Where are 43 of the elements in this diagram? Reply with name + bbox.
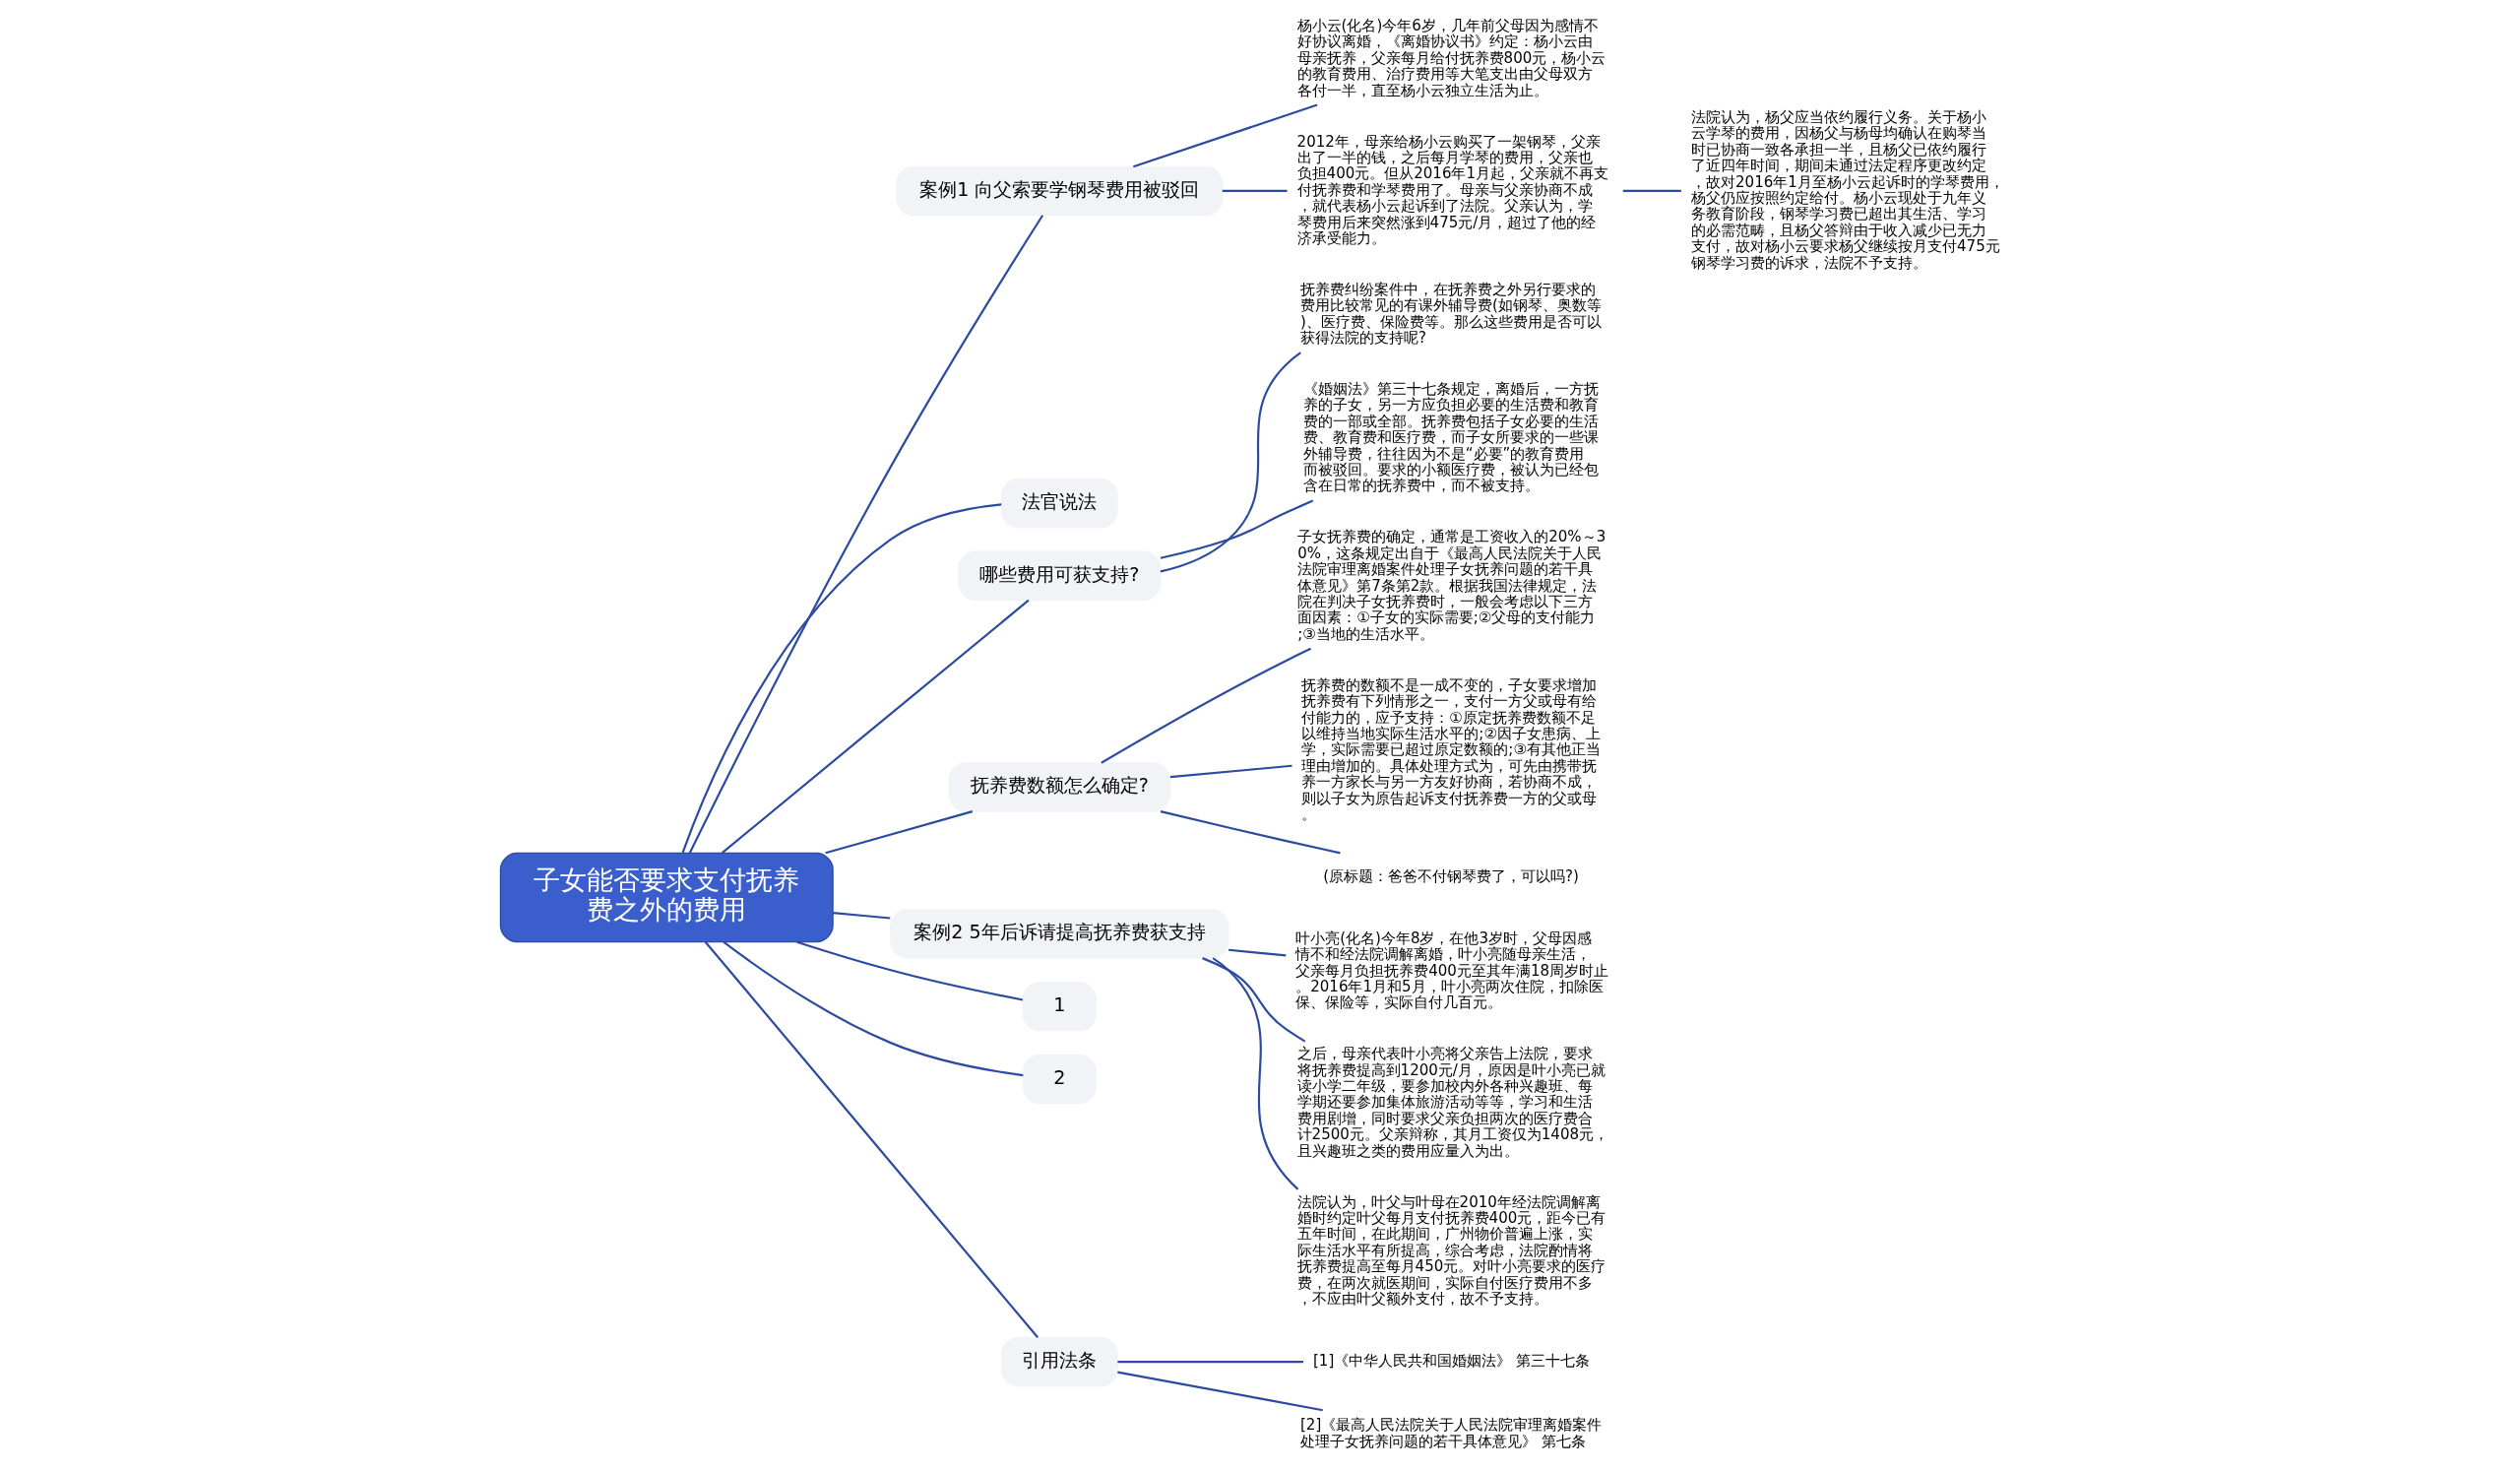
- connector: [833, 912, 891, 920]
- node-text: [2]《最高人民法院关于人民法院审理离婚案件处理子女抚养问题的若干具体意见》 第七条: [1300, 1416, 1603, 1450]
- connector: [1133, 103, 1318, 168]
- connector: [1101, 647, 1312, 764]
- node-text: 叶小亮(化名)今年8岁，在他3岁时，父母因感情不和经法院调解离婚，叶小亮随母亲生活，父亲每月负担抚养费400元至其年满18周岁时止。2016年1月和5月，叶小亮两次住院，扣除医保、保险等，实际自付几百元。: [1295, 928, 1608, 1012]
- connector: [688, 215, 1044, 854]
- connector: [1202, 957, 1306, 1043]
- node-box: 2: [1022, 1054, 1097, 1105]
- connector: [1169, 764, 1292, 779]
- node-box: 哪些费用可获支持?: [958, 550, 1162, 602]
- node-text: 之后，母亲代表叶小亮将父亲告上法院，要求将抚养费提高到1200元/月，原因是叶小亮已就读小学二年级，要参加校内外各种兴趣班、每学期还要参加集体旅游活动等等，学习和生活费用剧增，同时要求父亲负担两次的医疗费合计2500元。父亲辩称，其月工资仅为1408元，且兴趣班之类的费用应量入为出。: [1296, 1045, 1609, 1160]
- connector: [1117, 1360, 1304, 1364]
- node-text: 《婚姻法》第三十七条规定，离婚后，一方抚养的子女，另一方应负担必要的生活费和教育费的一部或全部。抚养费包括子女必要的生活费、教育费和医疗费，而子女所要求的一些课外辅导费，往往因为不是“必要”的教育费用而被驳回。要求的小额医疗费，被认为已经包含在日常的抚养费中，而不被支持。: [1302, 380, 1599, 495]
- node-box: 法官说法: [1000, 478, 1118, 529]
- connector: [1222, 189, 1288, 193]
- connector: [1160, 499, 1314, 559]
- connector: [1160, 352, 1301, 573]
- connector: [1622, 189, 1681, 193]
- connector: [704, 941, 1039, 1338]
- node-text: 法院认为，叶父与叶母在2010年经法院调解离婚时约定叶父每月支付抚养费400元，距今已有五年时间，在此期间，广州物价普遍上涨，实际生活水平有所提高，综合考虑，法院酌情将抚养费提高至每月450元。对叶小亮要求的医疗费，在两次就医期间，实际自付医疗费用不多，不应由叶父额外支付，故不予支持。: [1296, 1192, 1606, 1308]
- node-text: 抚养费的数额不是一成不变的，子女要求增加抚养费有下列情形之一，支付一方父或母有给付能力的，应予支持：①原定抚养费数额不足以维持当地实际生活水平的;②因子女患病、上学，实际需要已超过原定数额的;③有其他正当理由增加的。具体处理方式为，可先由携带抚养一方家长与另一方友好协商，若协商不成，则以子女为原告起诉支付抚养费一方的父或母。: [1301, 675, 1601, 823]
- node-text: 2012年，母亲给杨小云购买了一架钢琴，父亲出了一半的钱，之后每月学琴的费用，父亲也负担400元。但从2016年1月起，父亲就不再支付抚养费和学琴费用了。母亲与父亲协商不成，就代表杨小云起诉到了法院。父亲认为，学琴费用后来突然涨到475元/月，超过了他的经济承受能力。: [1296, 132, 1609, 247]
- node-text: (原标题：爸爸不付钢琴费了，可以吗?): [1323, 866, 1579, 885]
- node-text: [1]《中华人民共和国婚姻法》 第三十七条: [1312, 1351, 1591, 1370]
- node-box: 子女能否要求支付抚养费之外的费用: [499, 852, 834, 943]
- node-text: 子女抚养费的确定，通常是工资收入的20%～30%，这条规定出自于《最高人民法院关于人民法院审理离婚案件处理子女抚养问题的若干具体意见》第7条第2款。根据我国法律规定，法院在判决子女抚养费时，一般会考虑以下三方面因素：①子女的实际需要;②父母的支付能力;③当地的生活水平。: [1297, 528, 1606, 643]
- node-text: 法院认为，杨父应当依约履行义务。关于杨小云学琴的费用，因杨父与杨母均确认在购琴当时已协商一致各承担一半，且杨父已依约履行了近四年时间，期间未通过法定程序更改约定，故对2016年1月至杨小云起诉时的学琴费用，杨父仍应按照约定给付。杨小云现处于九年义务教育阶段，钢琴学习费已超出其生活、学习的必需范畴，且杨父答辩由于收入减少已无力支付，故对杨小云要求杨父继续按月支付475元钢琴学习费的诉求，法院不予支持。: [1691, 107, 2004, 272]
- connector: [1228, 948, 1287, 957]
- connector: [722, 599, 1030, 854]
- connector: [1117, 1371, 1323, 1412]
- connector: [723, 941, 1024, 1077]
- connector: [825, 810, 974, 855]
- connector: [1212, 957, 1299, 1190]
- node-box: 引用法条: [1000, 1336, 1118, 1387]
- node-box: 抚养费数额怎么确定?: [948, 762, 1171, 812]
- node-text: 杨小云(化名)今年6岁，几年前父母因为感情不好协议离婚，《离婚协议书》约定：杨小云由母亲抚养，父亲每月给付抚养费800元，杨小云的教育费用、治疗费用等大笔支出由父母双方各付一半，直至杨小云独立生活为止。: [1296, 17, 1606, 99]
- connector: [681, 503, 1002, 854]
- node-box: 案例2 5年后诉请提高抚养费获支持: [890, 909, 1229, 959]
- node-box: 案例1 向父索要学钢琴费用被驳回: [896, 165, 1224, 217]
- node-text: 抚养费纠纷案件中，在抚养费之外另行要求的费用比较常见的有课外辅导费(如钢琴、奥数等)、医疗费、保险费等。那么这些费用是否可以获得法院的支持呢?: [1300, 280, 1602, 348]
- connector: [796, 940, 1024, 1001]
- connector: [1160, 810, 1341, 855]
- node-box: 1: [1022, 981, 1097, 1032]
